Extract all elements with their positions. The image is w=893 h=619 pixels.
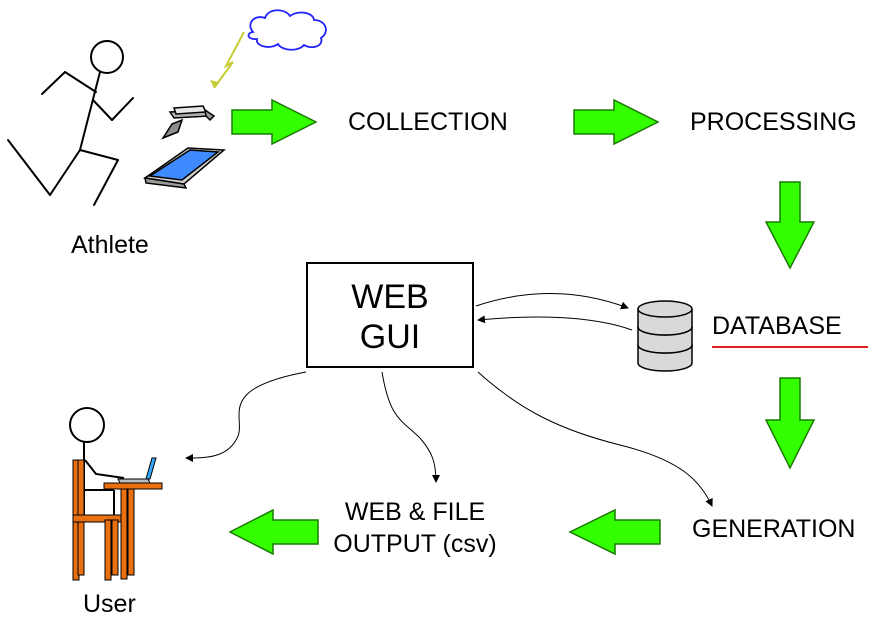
processing-label: PROCESSING [690,108,857,136]
connector-webgui-to-output [381,371,440,483]
web-gui-line1: WEB [351,278,429,316]
arrow-output-to-user [228,508,319,556]
web-gui-label: WEB GUI [308,277,472,357]
user-label: User [83,590,136,618]
smartwatch-icon [161,105,216,140]
arrow-processing-to-database [764,181,816,270]
arrow-database-to-generation [764,377,816,470]
database-cylinder-icon [637,300,693,372]
user-at-desk-icon [69,407,163,581]
athlete-label: Athlete [71,231,149,259]
laptop-icon [117,457,157,484]
arrow-collection-to-processing [573,98,660,146]
collection-label: COLLECTION [348,108,508,136]
database-label: DATABASE [712,312,842,340]
athlete-figure-icon [7,40,134,206]
web-gui-box: WEB GUI [306,262,474,368]
arrow-athlete-to-collection [231,98,318,146]
output-label-line1: WEB & FILE [344,498,486,526]
connector-database-to-webgui [477,315,633,331]
lightning-icon [213,31,245,89]
cloud-icon [247,9,327,51]
arrow-generation-to-output [568,508,661,556]
lightning-arrowhead [210,80,218,88]
connector-webgui-to-user [185,371,307,462]
database-underline [712,346,868,348]
web-gui-line2: GUI [359,318,421,356]
generation-label: GENERATION [692,515,856,543]
connector-webgui-to-generation [477,371,713,507]
tablet-icon [143,147,226,189]
connector-webgui-to-database [475,292,629,310]
output-label-line2: OUTPUT (csv) [333,530,497,558]
output-label: WEB & FILE OUTPUT (csv) [330,496,500,560]
